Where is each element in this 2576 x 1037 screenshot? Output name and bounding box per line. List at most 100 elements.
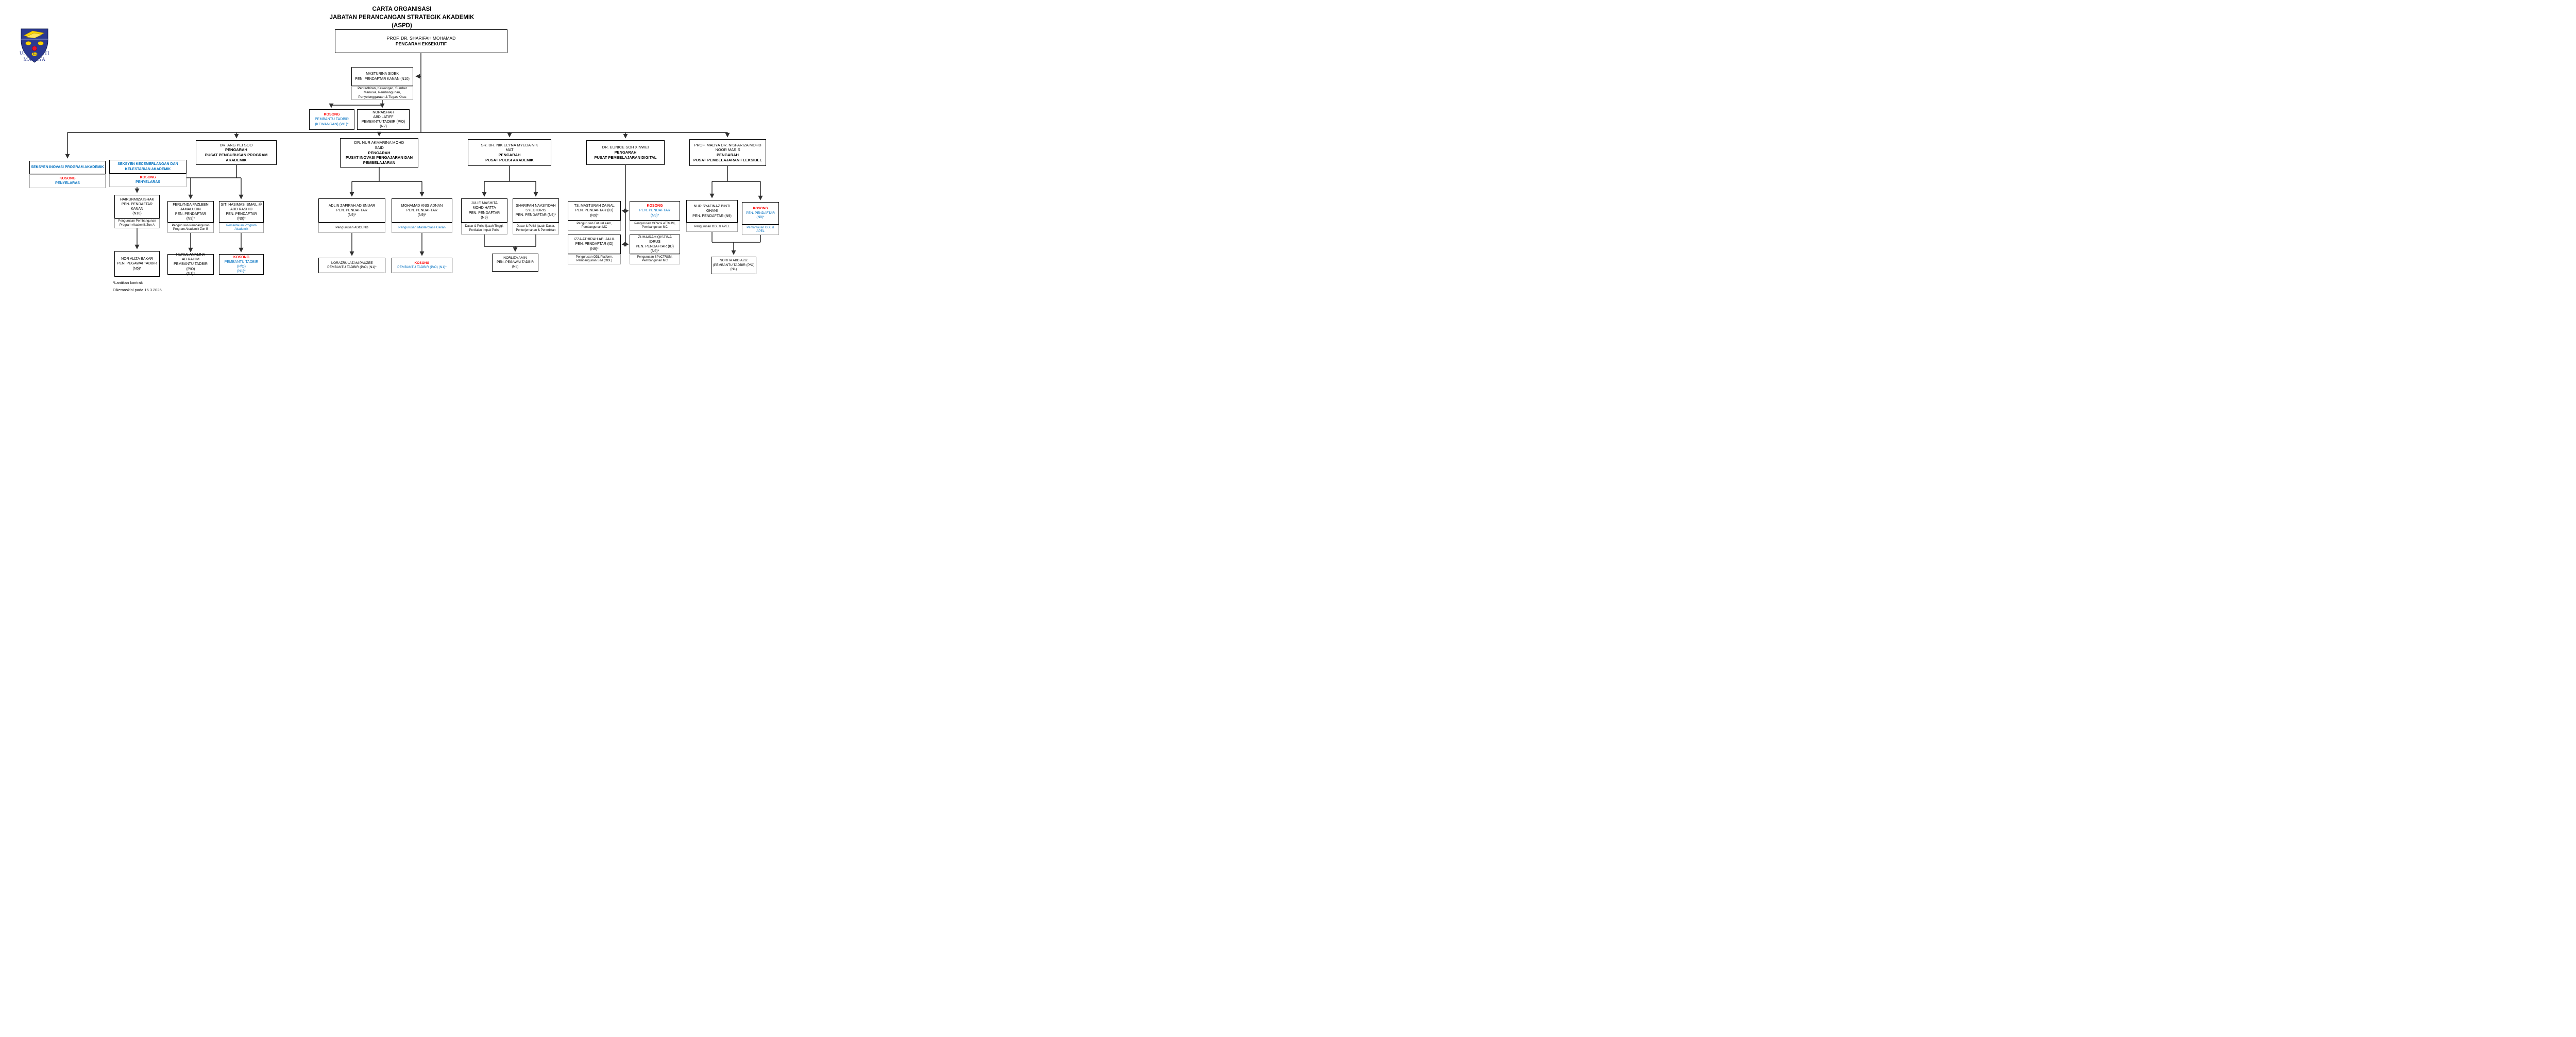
centre-name: PUSAT INOVASI PENGAJARAN DAN PEMBELAJARA… (345, 155, 413, 165)
executive-role: PENGARAH EKSEKUTIF (395, 41, 447, 46)
section-title: SEKSYEN INOVASI PROGRAM AKADEMIK (31, 165, 104, 170)
staff-grade: (N9)* (590, 213, 599, 218)
box-siti-hasimas-duty: Pemantauan Program Akademik (219, 223, 264, 233)
vacancy-role: PENYELARAS (55, 181, 80, 185)
staff-name: ADLIN ZAFIRAH ADIENUAR (328, 204, 376, 208)
staff-role: PEN. PENDAFTAR (ID) (575, 242, 614, 246)
vacancy-role: PEMBANTU TADBIR (P/O) (N1)* (397, 265, 447, 269)
director-name: DR. EUNICE SOH XINWEI (602, 145, 649, 150)
box-hairunmiza: HAIRUNMIZA ISHAK PEN. PENDAFTAR KANAN (N… (114, 195, 160, 219)
box-pusat-pembelajaran-fleksibel: PROF. MADYA DR. NISFARIZA MOHD NOOR MARI… (689, 139, 766, 166)
note-contract: *Lantikan kontrak (113, 280, 143, 285)
staff-role: PEN. PEGAWAI TADBIR (497, 260, 534, 264)
staff-name: NORAZRULAZAM PAUZEE (331, 261, 373, 265)
staff-duty: Pemantauan ODL & APEL (747, 226, 774, 233)
box-izza: IZZA ATHIRAH AB. JALIL PEN. PENDAFTAR (I… (568, 235, 621, 254)
staff-duty: Pengurusan ODL Platform, Pembangunan SIM… (575, 255, 613, 263)
vacancy-role: PEN. PENDAFTAR (746, 211, 775, 215)
staff-grade: (N1) (730, 267, 737, 272)
box-seksyen-kecemerlangan-penyelaras: KOSONG PENYELARAS (109, 174, 187, 187)
box-siti-hasimas: SITI HASIMAS ISMAIL @ ABD RASHID PEN. PE… (219, 201, 264, 223)
box-pusat-inovasi-pengajaran: DR. NUR AKMARINA MOHD SAID PENGARAH PUSA… (340, 138, 418, 168)
vacancy-grade: (N1)* (237, 270, 246, 274)
staff-duty: Pengurusan ASCEND (335, 225, 368, 229)
note-updated: Dikemaskini pada 16.3.2026 (113, 288, 162, 292)
box-masturah: TS. MASTURAH ZAINAL PEN. PENDAFTAR (ID) … (568, 201, 621, 221)
staff-grade: (N9)* (417, 213, 427, 218)
staff-duty: Pengurusan Pembangunan Program Akademik … (118, 220, 156, 227)
um-crest-icon (21, 28, 48, 63)
vacancy-role: PENYELARAS (135, 180, 160, 184)
box-vacant-pembantu-tadbir-pipp: KOSONG PEMBANTU TADBIR (P/O) (N1)* (392, 258, 452, 273)
staff-name: IZZA ATHIRAH AB. JALIL (573, 238, 615, 242)
director-name: PROF. MADYA DR. NISFARIZA MOHD NOOR MARI… (694, 142, 761, 153)
um-logo-text: UNIVERSITI MALAYA (6, 51, 63, 63)
staff-duty: Pengurusan Pembangunan Program Akademik … (172, 224, 210, 231)
staff-name: MOHAMAD ANIS ADNAN (401, 204, 443, 208)
vacancy-status: KOSONG (753, 207, 768, 211)
centre-name: PUSAT PENGURUSAN PROGRAM AKADEMIK (205, 153, 268, 162)
registrar-scope: Pentadbiran, Kewangan, Sumber Manusia, P… (358, 87, 407, 99)
title-line-3: (ASPD) (392, 23, 412, 29)
vacancy-role: PEMBANTU TADBIR (315, 118, 349, 122)
staff-duty: Pengurusan Masterclass Geran (398, 225, 446, 229)
staff-name: ZUHAIRAH QISTINA IDRUS (638, 235, 672, 244)
director-name: DR. NUR AKMARINA MOHD SAID (354, 140, 404, 150)
vacancy-role: PEMBANTU TADBIR (P/O) (224, 260, 259, 269)
vacancy-status: KOSONG (59, 176, 76, 180)
vacancy-status: KOSONG (647, 204, 663, 208)
box-adlin-duty: Pengurusan ASCEND (318, 223, 385, 233)
staff-name: HAIRUNMIZA ISHAK (120, 197, 155, 202)
staff-grade: (N9)* (186, 217, 195, 221)
box-vacant-pen-pendaftar-fleksibel: KOSONG PEN. PENDAFTAR (N9)* (742, 202, 779, 225)
staff-name: NORLIZA AMIN (503, 256, 527, 260)
box-nurul-amalina: NURUL AMALINA AB RAHIM PEMBANTU TADBIR (… (167, 253, 214, 276)
staff-name: JULIE MASHITA MOHD HATTA (471, 202, 498, 210)
staff-duty: Pengurusan ODL & APEL (694, 225, 730, 229)
box-zuhairah-duty: Pengurusan SPeCTRUM, Pembangunan MC (630, 254, 680, 264)
staff-role: PEN. PENDAFTAR (406, 208, 438, 212)
staff-role: PEN. PENDAFTAR (468, 211, 500, 215)
staff-grade: (N1)* (186, 272, 195, 276)
staff-name: NORITA ABD AZIZ (719, 259, 748, 263)
vacancy-grade: (N9)* (756, 215, 765, 220)
page-title: CARTA ORGANISASI JABATAN PERANCANGAN STR… (247, 5, 556, 30)
staff-name: NURUL AMALINA AB RAHIM (176, 253, 206, 262)
staff-grade: (N5) (512, 264, 519, 269)
box-ferlynda: FERLYNDA FAZLEEN JAMALUDIN PEN. PENDAFTA… (167, 201, 214, 223)
director-name: DR. ANG PEI SOO (219, 142, 253, 147)
title-line-2: JABATAN PERANCANGAN STRATEGIK AKADEMIK (329, 14, 474, 21)
box-julie-duty: Dasar & Polisi Ijazah Tinggi, Penilaian … (461, 223, 507, 235)
registrar-name: MASTURINA SIDEK (366, 72, 399, 76)
director-title: PENGARAH (368, 150, 391, 155)
director-title: PENGARAH (717, 153, 739, 157)
box-zuhairah: ZUHAIRAH QISTINA IDRUS PEN. PENDAFTAR (I… (630, 235, 680, 254)
staff-role: PEN. PENDAFTAR (ID) (575, 209, 614, 213)
vacancy-status: KOSONG (233, 255, 250, 259)
box-ferlynda-duty: Pengurusan Pembangunan Program Akademik … (167, 223, 214, 233)
staff-role: PEMBANTU TADBIR (P/O) (N2) (361, 120, 405, 129)
vacancy-status: KOSONG (140, 176, 156, 180)
box-noraishah: NORAISHAH ABD LATIFF PEMBANTU TADBIR (P/… (357, 109, 410, 130)
box-norita: NORITA ABD AZIZ (PEMBANTU TADBIR (P/O) (… (711, 257, 756, 274)
staff-role: PEN. PENDAFTAR KANAN (121, 202, 153, 211)
box-vacant-pen-pendaftar-digital-duty: Pengurusan OCW & ATRiUM, Pembangunan MC (630, 221, 680, 231)
title-line-1: CARTA ORGANISASI (372, 6, 432, 12)
box-masturah-duty: Pengurusan FutureLearn, Pembangunan MC (568, 221, 621, 231)
box-nur-syafinaz-duty: Pengurusan ODL & APEL (686, 223, 738, 232)
staff-role: PEMBANTU TADBIR (P/O) (N1)* (327, 265, 377, 269)
director-title: PENGARAH (498, 153, 521, 157)
box-nur-syafinaz: NUR SYAFINAZ BINTI GHANI PEN. PENDAFTAR … (686, 200, 738, 223)
vacancy-grade: (N9)* (650, 213, 659, 218)
staff-grade: (N9)* (590, 247, 599, 251)
section-title: SEKSYEN KECEMERLANGAN DAN KELESTARIAN AK… (117, 162, 178, 171)
staff-role: PEMBANTU TADBIR (P/O) (174, 262, 208, 271)
box-vacant-pen-pendaftar-fleksibel-duty: Pemantauan ODL & APEL (742, 225, 779, 235)
staff-duty: Pemantauan Program Akademik (226, 224, 257, 231)
staff-name: SHARIFAH NAASYIDAH SYED IDRIS (516, 204, 556, 212)
box-mohamad-anis: MOHAMAD ANIS ADNAN PEN. PENDAFTAR (N9)* (392, 198, 452, 223)
connector-lines (65, 53, 763, 256)
staff-name: SITI HASIMAS ISMAIL @ ABD RASHID (221, 203, 262, 211)
box-pusat-pengurusan-program-akademik: DR. ANG PEI SOO PENGARAH PUSAT PENGURUSA… (196, 140, 277, 165)
staff-name: TS. MASTURAH ZAINAL (574, 204, 615, 208)
